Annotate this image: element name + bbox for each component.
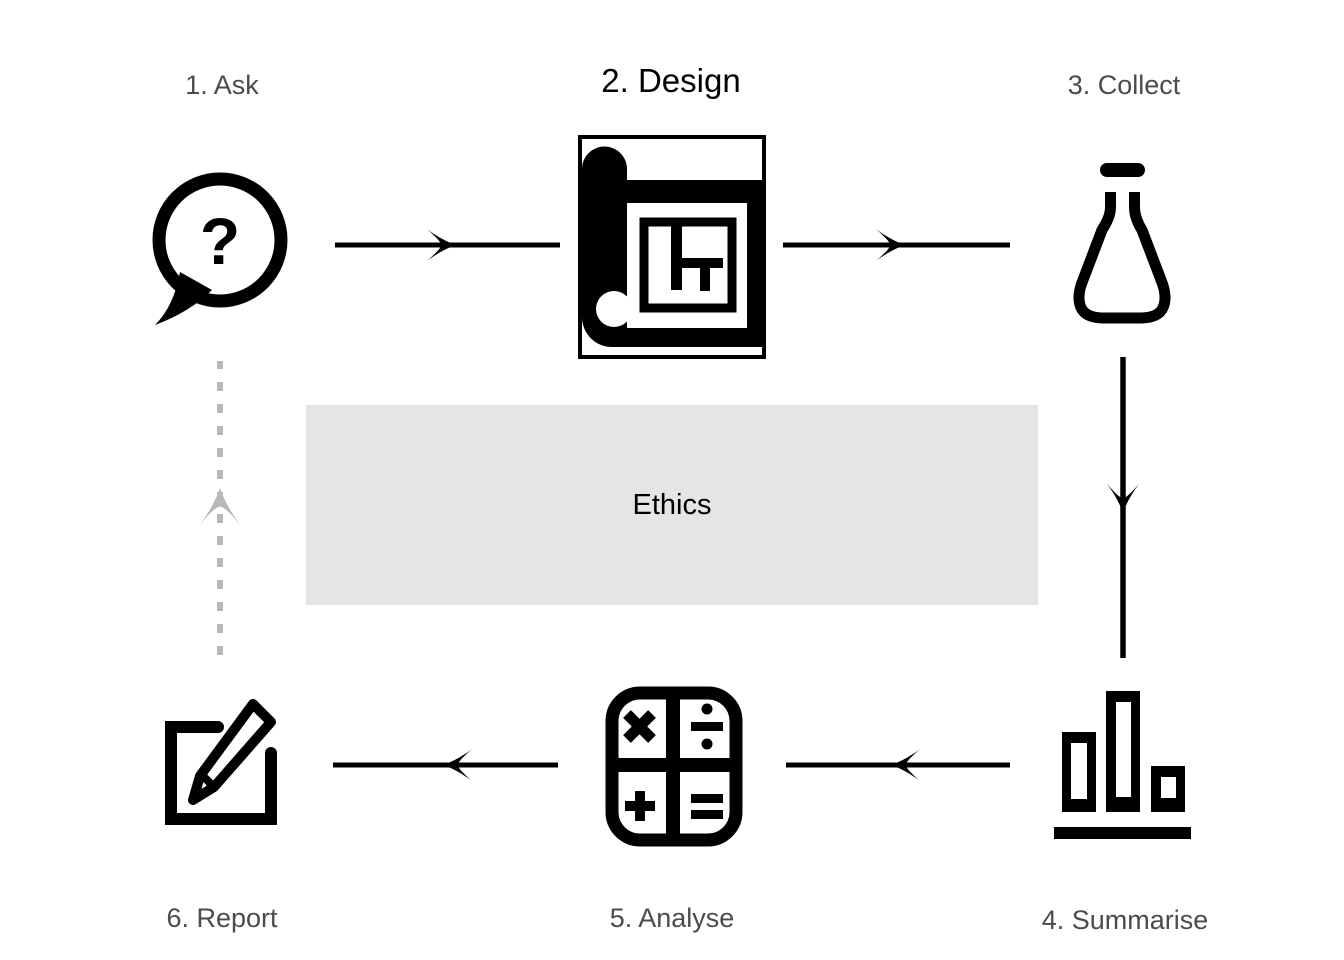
scroll-curl — [596, 291, 632, 327]
scroll-right-band — [747, 180, 764, 330]
edit-note-icon — [158, 698, 286, 834]
flask-icon — [1070, 160, 1174, 330]
scroll-top-band — [608, 180, 764, 203]
arrow-summarise-to-analyse — [786, 749, 1010, 781]
scroll-roll — [582, 146, 764, 347]
plus-glyph — [625, 791, 655, 821]
note-square — [165, 721, 277, 825]
chart-baseline — [1054, 827, 1191, 839]
blueprint-icon — [578, 135, 766, 359]
bar-chart-icon — [1053, 685, 1193, 840]
step-label-design: 2. Design — [601, 62, 741, 99]
arrow-report-to-ask-dashed — [200, 361, 240, 655]
arrow-ask-to-design — [335, 229, 560, 261]
flask-body — [1073, 192, 1171, 324]
bubble-tail — [155, 272, 212, 325]
pencil-tip — [199, 772, 218, 791]
ethics-label: Ethics — [632, 488, 712, 521]
ethics-box: Ethics — [306, 405, 1038, 605]
calculator-icon — [603, 682, 743, 848]
step-label-report: 6. Report — [166, 903, 278, 933]
step-label-analyse: 5. Analyse — [609, 903, 735, 933]
pencil — [188, 699, 276, 805]
arrow-design-to-collect — [783, 229, 1010, 261]
arrow-analyse-to-report — [333, 749, 558, 781]
bubble-outline — [152, 172, 288, 308]
question-mark-glyph: ? — [200, 204, 240, 278]
equals-glyph — [691, 794, 723, 819]
divide-glyph — [691, 703, 723, 750]
step-label-ask: 1. Ask — [185, 70, 259, 100]
question-bubble-icon: ? — [150, 172, 292, 330]
flask-stopper — [1100, 163, 1145, 177]
multiply-glyph — [623, 710, 656, 743]
step-label-collect: 3. Collect — [1067, 70, 1181, 100]
step-label-summarise: 4. Summarise — [1041, 905, 1209, 935]
arrow-collect-to-summarise — [1107, 357, 1139, 658]
